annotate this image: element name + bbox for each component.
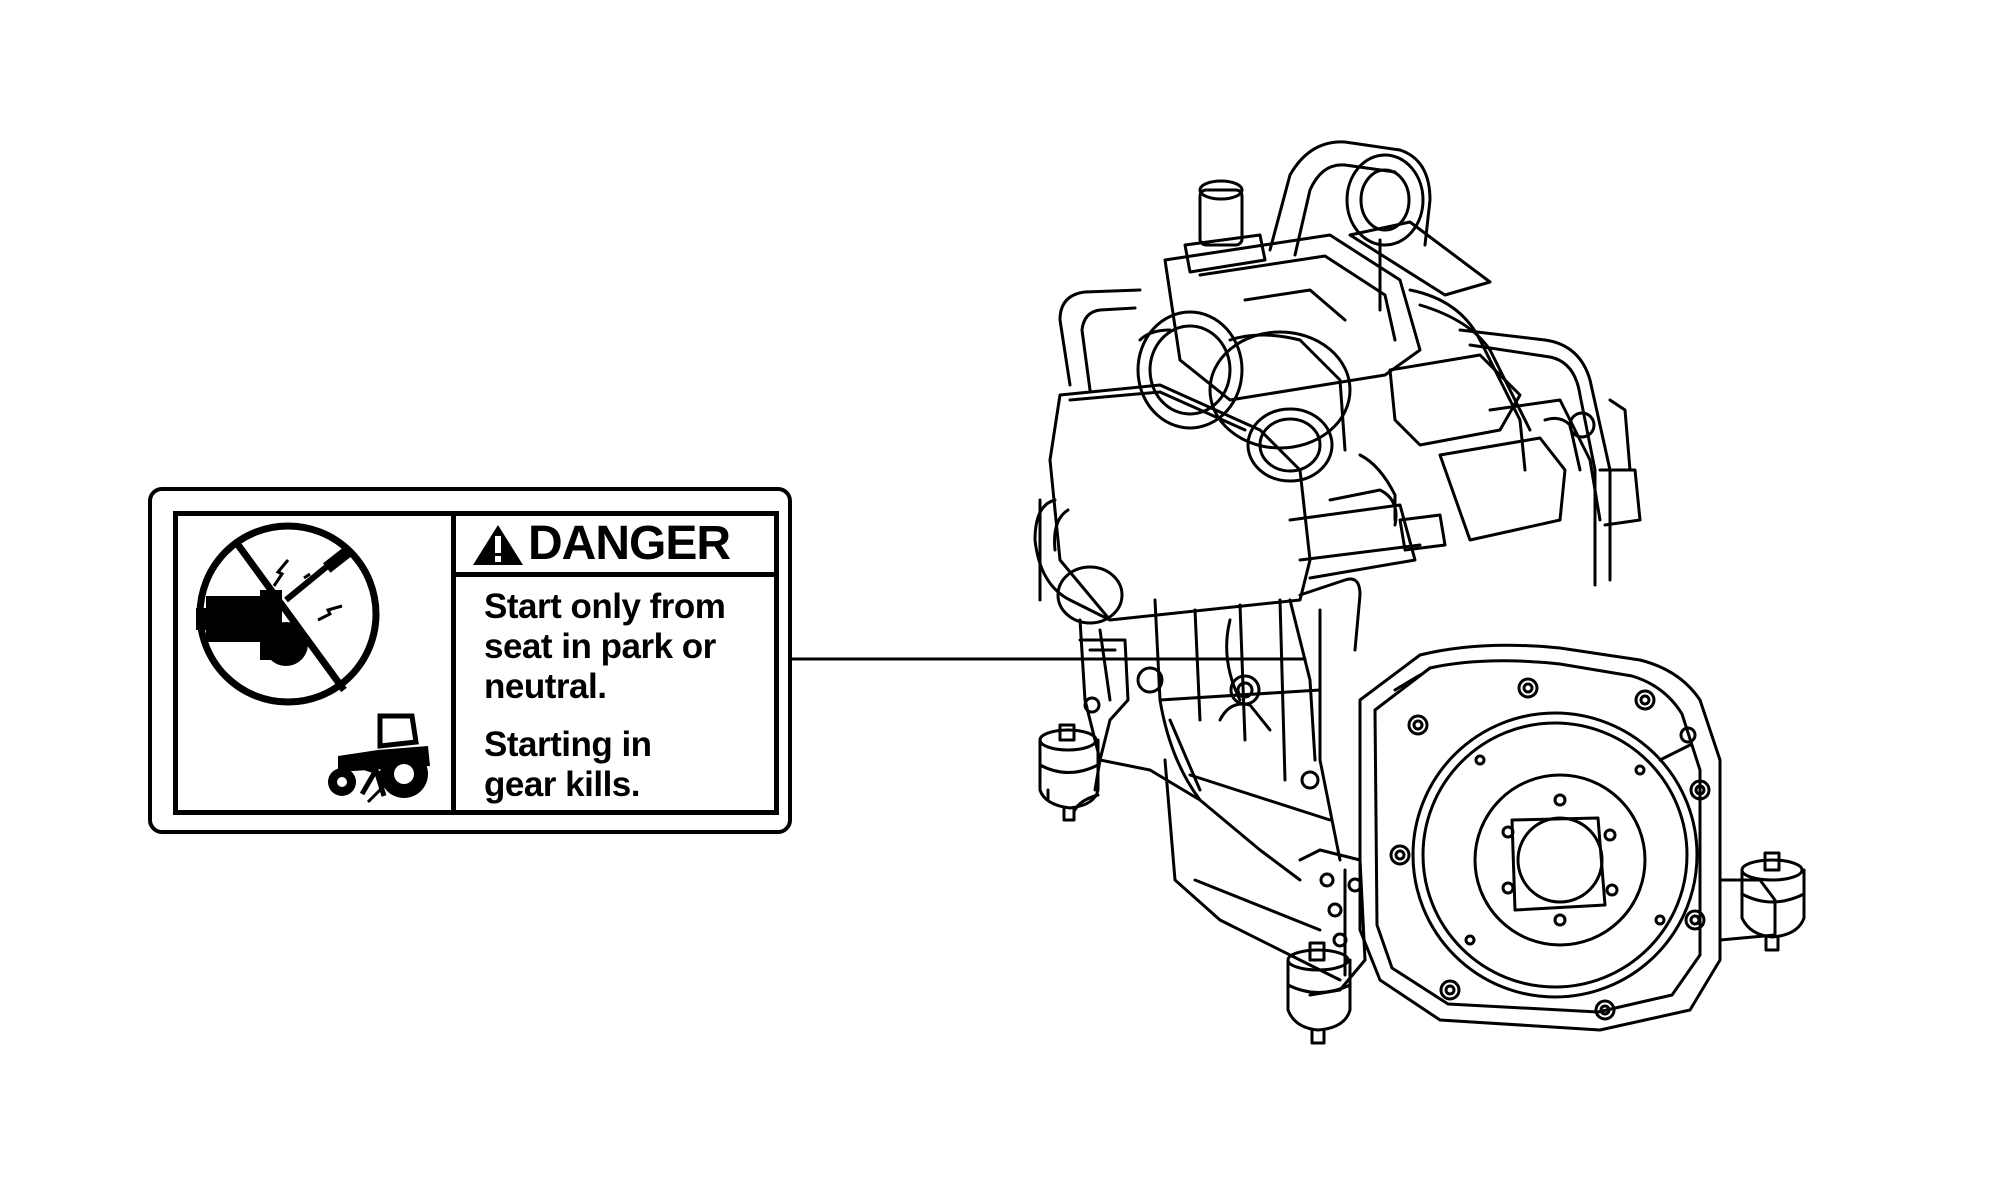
consequence-message: Starting in gear kills. (484, 725, 652, 804)
hazard-message: Start only from seat in park or neutral. (484, 587, 726, 706)
danger-decal: DANGER Start only from seat in park or n… (148, 487, 792, 834)
signal-word-panel: DANGER (456, 516, 774, 572)
tractor-runover-icon (328, 713, 430, 804)
warning-triangle-icon (473, 525, 523, 565)
decal-frame: DANGER Start only from seat in park or n… (173, 511, 779, 815)
no-bypass-start-icon (196, 522, 380, 706)
pictogram-panel (178, 516, 456, 810)
message-panel: Start only from seat in park or neutral.… (456, 572, 774, 810)
signal-word: DANGER (528, 517, 731, 570)
